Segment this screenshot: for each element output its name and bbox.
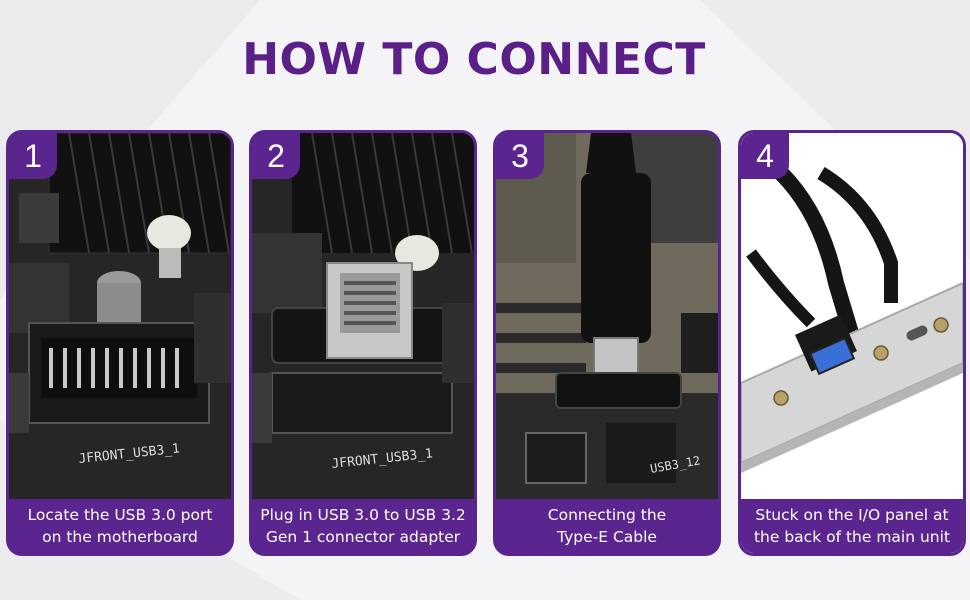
step-2-number: 2 [252, 133, 300, 179]
step-3-caption: Connecting the Type-E Cable [496, 499, 718, 553]
step-4-caption: Stuck on the I/O panel at the back of th… [741, 499, 963, 553]
step-card-4: 4 Stuck on the I/O panel at the back of … [738, 130, 966, 556]
step-card-3: USB3_12 3 Connecting the Type-E Cable [493, 130, 721, 556]
step-4-caption-line2: the back of the main unit [753, 528, 951, 546]
step-card-1: JFRONT_USB3_1 1 Locate the USB 3.0 port … [6, 130, 234, 556]
step-card-2: JFRONT_USB3_1 2 Plug in USB 3.0 to USB 3… [249, 130, 477, 556]
step-2-photo: JFRONT_USB3_1 [252, 133, 474, 499]
step-4-number: 4 [741, 133, 789, 179]
step-1-caption-line1: Locate the USB 3.0 port [27, 506, 213, 524]
step-1-photo: JFRONT_USB3_1 [9, 133, 231, 499]
step-2-caption-line1: Plug in USB 3.0 to USB 3.2 [260, 506, 466, 524]
step-2-caption: Plug in USB 3.0 to USB 3.2 Gen 1 connect… [252, 499, 474, 553]
step-3-caption-line2: Type-E Cable [557, 528, 657, 546]
step-3-caption-line1: Connecting the [547, 506, 667, 524]
step-3-number: 3 [496, 133, 544, 179]
step-1-number: 1 [9, 133, 57, 179]
step-2-caption-line2: Gen 1 connector adapter [265, 528, 461, 546]
step-1-caption: Locate the USB 3.0 port on the motherboa… [9, 499, 231, 553]
step-4-caption-line1: Stuck on the I/O panel at [755, 506, 949, 524]
step-3-photo: USB3_12 [496, 133, 718, 499]
step-4-photo [741, 133, 963, 499]
page-title: HOW TO CONNECT [242, 34, 706, 85]
step-1-caption-line2: on the motherboard [42, 528, 198, 546]
